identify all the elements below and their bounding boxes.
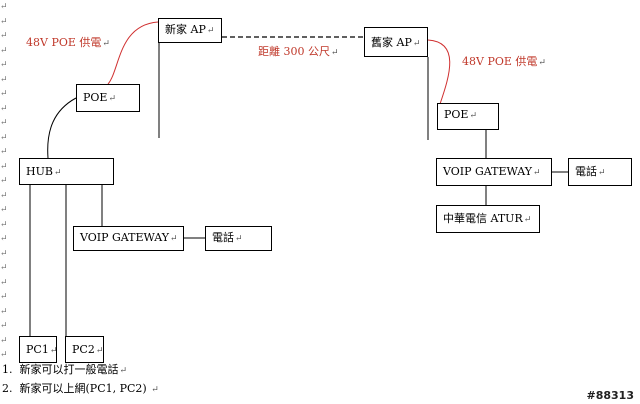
- poe-power-label-left: 48V POE 供電↵: [26, 36, 110, 49]
- paragraph-mark: ↵: [0, 103, 8, 114]
- atur-box: 中華電信 ATUR↵: [436, 205, 540, 233]
- distance-label: 距離 300 公尺↵: [258, 45, 339, 58]
- new-ap-box: 新家 AP↵: [158, 18, 222, 43]
- poe-power-label-right: 48V POE 供電↵: [462, 55, 546, 68]
- paragraph-mark: ↵: [0, 219, 8, 230]
- paragraph-mark: ↵: [0, 89, 8, 99]
- paragraph-mark: ↵: [0, 248, 8, 259]
- poe-box-right: POE↵: [437, 103, 499, 130]
- paragraph-mark: ↵: [0, 45, 8, 56]
- poe-hub-cable: [47, 97, 77, 159]
- phone-box-left: 電話↵: [205, 226, 272, 251]
- paragraph-mark: ↵: [0, 205, 8, 215]
- pc1-box: PC1↵: [19, 336, 57, 363]
- paragraph-mark: ↵: [0, 321, 8, 331]
- paragraph-mark: ↵: [0, 234, 8, 244]
- watermark: #88313: [586, 389, 635, 402]
- paragraph-mark: ↵: [0, 74, 8, 85]
- note-item-1: 1. 新家可以打一般電話↵: [2, 363, 128, 376]
- paragraph-mark: ↵: [0, 306, 8, 317]
- pc2-box: PC2↵: [65, 336, 104, 363]
- paragraph-mark: ↵: [0, 118, 8, 128]
- note-item-2: 2. 新家可以上網(PC1, PC2) ↵: [2, 382, 159, 395]
- hub-box: HUB↵: [19, 158, 114, 185]
- paragraph-mark: ↵: [0, 277, 8, 288]
- paragraph-mark: ↵: [0, 263, 8, 273]
- paragraph-mark: ↵: [0, 335, 8, 346]
- paragraph-mark: ↵: [0, 31, 8, 41]
- power-cable-left: [107, 21, 159, 85]
- paragraph-mark: ↵: [0, 350, 8, 360]
- power-cable-right: [427, 39, 451, 105]
- paragraph-mark: ↵: [0, 16, 8, 27]
- old-ap-box: 舊家 AP↵: [364, 27, 428, 57]
- paragraph-mark: ↵: [0, 190, 8, 201]
- paragraph-mark: ↵: [0, 161, 8, 172]
- paragraph-mark: ↵: [0, 147, 8, 157]
- paragraph-mark: ↵: [0, 292, 8, 302]
- paragraph-mark: ↵: [0, 60, 8, 70]
- voip-gateway-box-right: VOIP GATEWAY↵: [436, 158, 552, 186]
- poe-box-left: POE↵: [76, 84, 140, 112]
- paragraph-mark: ↵: [0, 132, 8, 143]
- paragraph-mark: ↵: [0, 176, 8, 186]
- phone-box-right: 電話↵: [568, 158, 632, 186]
- paragraph-mark: ↵: [0, 2, 8, 12]
- voip-gateway-box-left: VOIP GATEWAY↵: [73, 226, 184, 251]
